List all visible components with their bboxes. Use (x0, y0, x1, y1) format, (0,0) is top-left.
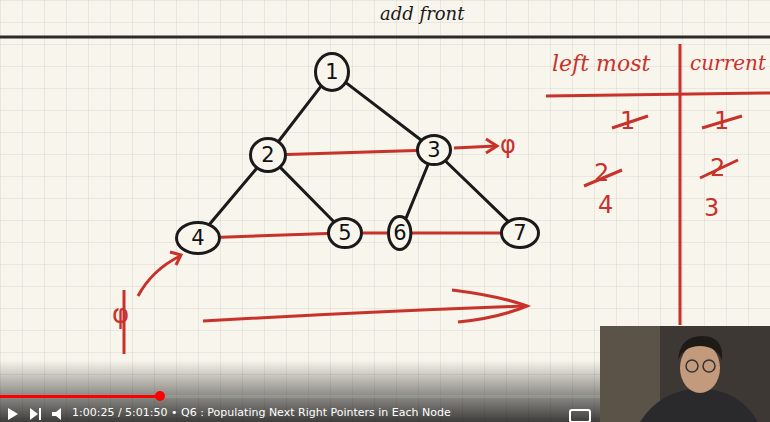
table-cell: 4 (598, 192, 613, 218)
node-ellipse (316, 54, 349, 91)
tree-edge (406, 165, 427, 217)
tree-edge (281, 168, 333, 221)
divider-line (0, 36, 770, 39)
webcam-frame (600, 326, 770, 422)
node-number: 6 (393, 223, 406, 244)
webcam-glasses (686, 360, 698, 372)
tree-node-circle: 7 (500, 217, 540, 249)
node-ellipse (251, 139, 286, 172)
video-title: 1:00:25 / 5:01:50 • Q6 : Populating Next… (72, 407, 451, 419)
node-number: 1 (325, 62, 338, 83)
next-pointer-line (413, 232, 500, 235)
heading-note: add front (380, 4, 464, 24)
null-symbol: φ (112, 300, 129, 329)
table-cell: 1 (620, 108, 635, 134)
tree-node-circle: 4 (175, 221, 221, 255)
webcam-shirt (640, 388, 758, 422)
arrow-head (170, 252, 181, 265)
webcam-glasses (703, 360, 715, 372)
null-symbol: φ (500, 132, 516, 158)
webcam-hair (678, 336, 722, 360)
next-pointer-line (221, 234, 327, 238)
arrow-head (486, 139, 497, 153)
tree-edge (210, 169, 256, 224)
table-cell: 2 (710, 155, 725, 181)
pointer-arrow (138, 256, 180, 296)
node-ellipse (502, 219, 539, 248)
null-pointer-arrow (454, 146, 496, 148)
tree-node-circle: 5 (327, 217, 363, 249)
tree-node-circle: 2 (249, 137, 287, 173)
tree-edge (347, 83, 421, 139)
table-cell: 2 (594, 160, 609, 186)
node-number: 2 (261, 145, 274, 166)
tree-node-circle: 3 (416, 134, 452, 166)
volume-icon (52, 408, 61, 420)
table-rule (546, 93, 770, 96)
node-number: 5 (338, 223, 351, 244)
node-number: 7 (513, 223, 526, 244)
node-number: 4 (191, 228, 204, 249)
table-cell: 1 (714, 108, 729, 134)
tree-edge (279, 87, 320, 140)
column-header: current (690, 52, 766, 74)
progress-bar (0, 395, 160, 398)
node-ellipse (418, 136, 451, 165)
node-number: 3 (427, 140, 440, 161)
table-rule (679, 44, 682, 325)
next-pointer-line (363, 232, 387, 235)
next-pointer-line (287, 151, 416, 155)
progress-knob (155, 391, 165, 401)
column-header: left most (552, 52, 650, 76)
cc-icon (570, 410, 590, 422)
webcam-wall (600, 326, 660, 422)
tree-edge (446, 162, 507, 221)
play-icon (8, 408, 18, 420)
node-ellipse (177, 223, 220, 254)
next-icon (39, 408, 41, 420)
webcam-face (680, 343, 720, 393)
tree-node-circle: 6 (387, 215, 412, 251)
table-cell: 3 (704, 195, 719, 221)
tree-node-circle: 1 (314, 52, 350, 92)
next-icon (30, 408, 38, 420)
arrow-head (452, 290, 527, 322)
node-ellipse (389, 217, 411, 250)
node-ellipse (329, 219, 362, 248)
